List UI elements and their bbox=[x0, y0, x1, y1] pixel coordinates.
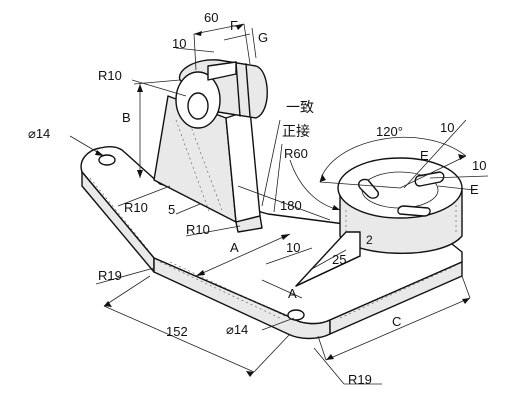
dim-line-C bbox=[325, 297, 471, 361]
slot-bottom bbox=[397, 205, 431, 217]
label-G: G bbox=[258, 30, 268, 45]
ext-line bbox=[319, 181, 401, 189]
dimension-lines bbox=[69, 23, 489, 385]
ext-line bbox=[103, 275, 151, 307]
leader-phi14-bottom bbox=[261, 317, 295, 331]
base-hole-left bbox=[98, 154, 116, 166]
hatch-line bbox=[159, 261, 281, 319]
dim-line-G bbox=[251, 27, 257, 59]
ext-line bbox=[461, 275, 471, 299]
hatch-line bbox=[89, 177, 151, 253]
label-10-mid: 10 bbox=[286, 240, 300, 255]
arc-120 bbox=[319, 136, 467, 183]
label-120: 120° bbox=[376, 124, 403, 139]
ext-line bbox=[317, 335, 327, 361]
leader-R19-left bbox=[95, 267, 155, 285]
label-A-low: A bbox=[288, 286, 297, 301]
rib-edge bbox=[295, 255, 361, 287]
arrowhead bbox=[137, 84, 143, 92]
arrowhead bbox=[320, 174, 326, 182]
hatch-line bbox=[189, 123, 223, 211]
label-F: F bbox=[230, 18, 238, 33]
arrowhead bbox=[326, 354, 334, 360]
arrowhead bbox=[332, 205, 340, 210]
hub-bore bbox=[187, 92, 209, 120]
dim-line-60 bbox=[193, 23, 245, 35]
label-10-right1: 10 bbox=[440, 120, 454, 135]
label-E2: E bbox=[470, 182, 479, 197]
label-10-top: 10 bbox=[172, 36, 186, 51]
base-hole-bottom bbox=[287, 309, 305, 321]
dim-line-10-right1 bbox=[403, 119, 467, 189]
top-hub bbox=[175, 59, 268, 129]
label-R10-low: R10 bbox=[186, 222, 210, 237]
leader-R19-bottom bbox=[313, 347, 345, 385]
hub-keyway bbox=[207, 61, 237, 81]
leader-yizhi bbox=[261, 119, 281, 207]
dim-line-A-mid bbox=[195, 233, 291, 277]
arrowhead bbox=[246, 371, 254, 377]
dim-line-F bbox=[223, 33, 251, 41]
ext-line bbox=[133, 79, 181, 85]
label-zhengjie: 正接 bbox=[282, 123, 310, 140]
label-152: 152 bbox=[166, 324, 188, 339]
label-yizhi: 一致 bbox=[286, 100, 314, 116]
rib bbox=[295, 231, 361, 287]
dimension-labels: 60 F G 10 R10 B ⌀14 一致 正接 R60 120° 10 E … bbox=[28, 10, 486, 387]
cylinder-boss bbox=[337, 157, 463, 255]
label-phi14-bottom: ⌀14 bbox=[226, 322, 248, 337]
label-180: 180 bbox=[280, 198, 302, 213]
arrowhead bbox=[104, 301, 112, 307]
label-phi14-left: ⌀14 bbox=[28, 126, 50, 141]
hatch-line bbox=[339, 265, 456, 319]
label-B: B bbox=[122, 110, 131, 125]
arrowhead bbox=[194, 31, 202, 36]
arrowhead bbox=[458, 154, 466, 160]
dim-line-152 bbox=[103, 305, 255, 373]
label-R19-bottom: R19 bbox=[348, 372, 372, 387]
ext-line bbox=[253, 333, 291, 373]
label-R10-top: R10 bbox=[98, 68, 122, 83]
dim-line-10-right2 bbox=[429, 175, 489, 179]
label-E1: E bbox=[420, 148, 429, 163]
hatch-line bbox=[175, 119, 211, 215]
upright-foot bbox=[235, 215, 263, 233]
arrowhead bbox=[95, 150, 104, 156]
label-R19-left: R19 bbox=[98, 268, 122, 283]
label-60: 60 bbox=[204, 10, 218, 25]
dim-line-E2 bbox=[437, 185, 475, 191]
arrowhead bbox=[281, 234, 290, 240]
label-A-mid: A bbox=[230, 240, 239, 255]
arrowhead bbox=[137, 170, 143, 178]
ext-line bbox=[399, 155, 467, 189]
hatch-line bbox=[169, 261, 286, 317]
arrowhead bbox=[196, 270, 205, 276]
arrowhead bbox=[236, 24, 244, 30]
dim-line-10-mid bbox=[265, 247, 313, 265]
slot-right bbox=[414, 171, 445, 187]
label-10-right2: 10 bbox=[472, 158, 486, 173]
label-5: 5 bbox=[168, 202, 175, 217]
leader-R10-mid bbox=[117, 185, 171, 207]
leader-zhengjie bbox=[273, 143, 283, 213]
label-C: C bbox=[392, 314, 401, 329]
dim-line-25 bbox=[309, 249, 347, 271]
label-R60: R60 bbox=[284, 146, 308, 161]
dim-line-180 bbox=[237, 185, 331, 221]
leader-R10-top bbox=[131, 79, 187, 97]
label-2: 2 bbox=[366, 233, 373, 247]
dim-line-10-top bbox=[175, 47, 215, 53]
leader-R10-low bbox=[185, 225, 241, 237]
ext-line bbox=[193, 33, 197, 71]
label-R10-mid: R10 bbox=[124, 200, 148, 215]
slot-left bbox=[358, 178, 380, 199]
label-25: 25 bbox=[332, 252, 346, 267]
hub-step bbox=[245, 63, 251, 117]
ext-line bbox=[243, 23, 251, 65]
arrowhead bbox=[462, 298, 470, 304]
dim-line-A-low bbox=[261, 279, 303, 299]
dim-line-5 bbox=[175, 203, 201, 215]
